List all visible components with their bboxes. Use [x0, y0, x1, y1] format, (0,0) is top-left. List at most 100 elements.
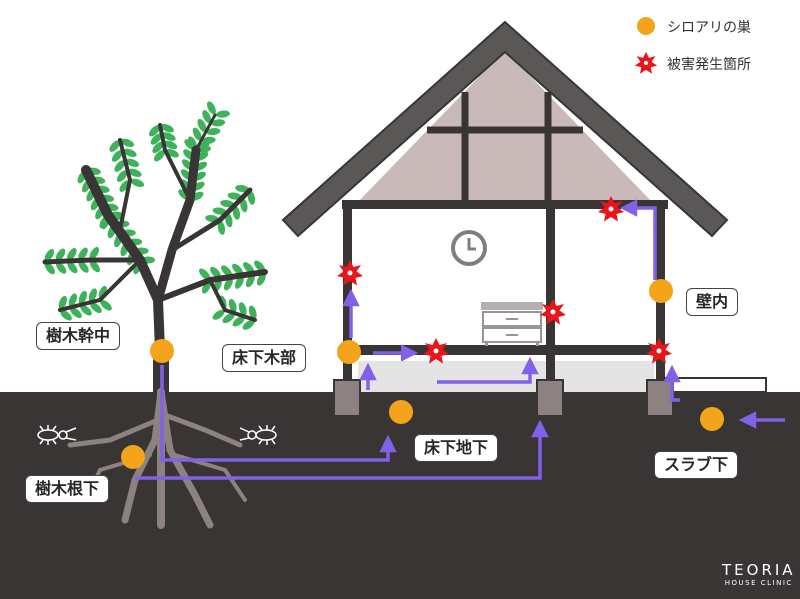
leaf: [160, 123, 174, 133]
path-tree-to-underfloor: [160, 365, 397, 462]
leaf: [78, 247, 88, 260]
nest-tree-root: [121, 445, 145, 469]
leaf: [206, 128, 221, 136]
leaf: [67, 248, 77, 261]
leaf: [111, 150, 123, 162]
label-tree-root: 樹木根下: [25, 475, 110, 503]
leaf: [242, 319, 255, 330]
leaf: [228, 298, 237, 313]
leaf: [234, 275, 244, 289]
leaf: [128, 168, 142, 177]
leaf: [248, 305, 257, 320]
leaf: [197, 118, 207, 132]
leaf: [68, 293, 77, 307]
leaf: [238, 302, 247, 316]
leaf: [70, 307, 82, 319]
leaf: [240, 198, 248, 213]
legend-damage-label: 被害発生箇所: [667, 57, 751, 73]
leaf: [58, 295, 67, 310]
leaf: [89, 247, 100, 260]
brand-main-text: TEORIA: [722, 561, 796, 579]
leaf: [211, 119, 226, 127]
leaf: [162, 132, 176, 141]
tree: [42, 101, 268, 529]
foundation-left: [333, 379, 361, 417]
nest-underfloor-wood: [337, 340, 361, 364]
leaf: [243, 262, 254, 274]
clock-icon: [451, 230, 487, 266]
roof: [281, 20, 729, 238]
leaf: [88, 288, 97, 302]
leaf: [164, 140, 178, 150]
leaf: [89, 260, 100, 273]
nest-markers: [121, 279, 724, 469]
leaf: [207, 101, 216, 115]
leaf: [78, 260, 89, 273]
leaf: [114, 160, 126, 172]
leaf: [215, 110, 230, 118]
leaf: [245, 274, 255, 288]
brand-logo: TEORIA HOUSE CLINIC: [722, 562, 796, 588]
leaf: [55, 248, 66, 261]
leaf: [44, 262, 55, 275]
leaf: [232, 205, 241, 220]
leaf: [222, 313, 235, 324]
leaf: [152, 141, 164, 154]
legend-nest: シロアリの巣: [667, 17, 751, 37]
leaf: [120, 138, 135, 147]
floor-beam: [343, 345, 665, 355]
leaf: [67, 261, 78, 274]
legend-nest-label: シロアリの巣: [667, 20, 751, 36]
leaf: [123, 148, 137, 157]
leaf: [192, 127, 202, 141]
leaf: [56, 261, 67, 274]
path-root-to-foundation: [135, 419, 549, 480]
concrete-slab: [358, 361, 654, 392]
legend-damage: 被害発生箇所: [667, 54, 751, 74]
leaf: [232, 263, 243, 276]
leaf: [60, 309, 72, 321]
leaf: [125, 158, 140, 167]
foundation-right: [646, 379, 674, 417]
leaf: [225, 213, 233, 228]
leaf: [130, 178, 145, 187]
nest-underfloor-ground: [389, 400, 413, 424]
post-center: [546, 205, 555, 380]
leaf: [221, 265, 232, 277]
foundation-center: [536, 379, 564, 417]
leaf: [154, 150, 165, 162]
nest-wall-inside: [649, 279, 673, 303]
leaf: [149, 125, 160, 137]
leaf: [220, 199, 235, 208]
termite-icon: [37, 425, 77, 445]
leaf: [116, 170, 128, 182]
leaf: [80, 304, 92, 316]
leaf: [217, 220, 226, 235]
leaf: [199, 268, 210, 280]
label-tree-trunk: 樹木幹中: [36, 322, 121, 350]
brand-sub-text: HOUSE CLINIC: [724, 579, 793, 587]
leaf: [44, 249, 55, 262]
label-slab-under: スラブ下: [654, 451, 739, 479]
leaf: [100, 299, 112, 311]
leaf: [201, 280, 211, 294]
label-underfloor-wood: 床下木部: [222, 344, 307, 372]
nest-tree-trunk: [150, 339, 174, 363]
path-right-foundation-up: [663, 364, 681, 402]
leaf: [227, 192, 242, 200]
nest-slab-under: [700, 407, 724, 431]
leaf: [202, 110, 212, 124]
legend-nest-dot: [637, 17, 655, 35]
label-underfloor-ground: 床下地下: [414, 434, 499, 462]
label-wall-inside: 壁内: [686, 288, 739, 316]
leaf: [235, 184, 250, 193]
leaf: [78, 290, 87, 305]
cabinet-icon: [481, 302, 543, 346]
leaf: [212, 309, 225, 320]
garage-step: [661, 377, 767, 393]
leaf: [256, 272, 266, 286]
leaf: [223, 277, 233, 291]
termite-paths: [135, 199, 785, 480]
path-right-wall-up: [619, 199, 657, 280]
